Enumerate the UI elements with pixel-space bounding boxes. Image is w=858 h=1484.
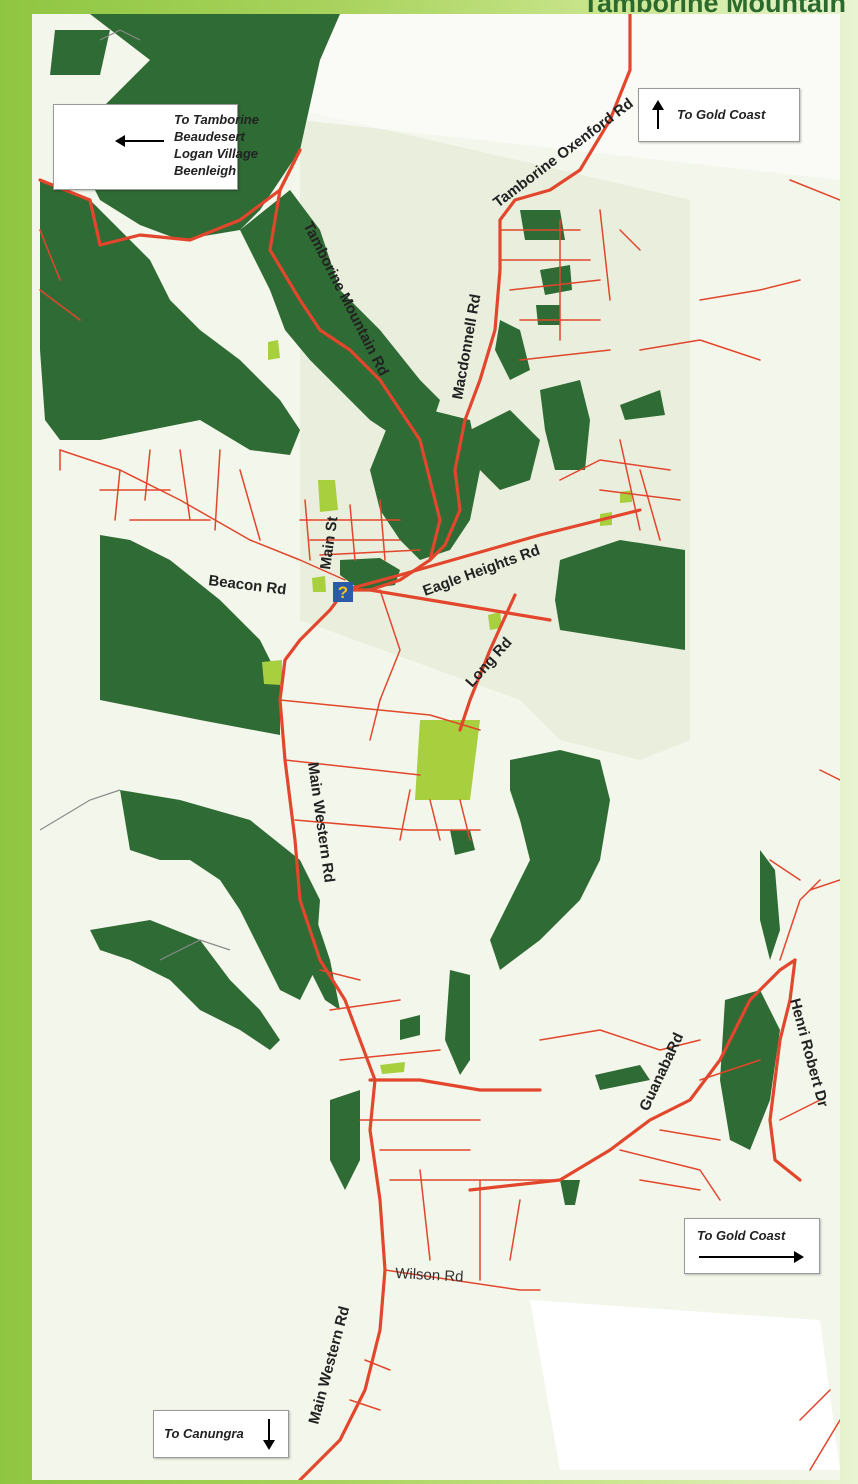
- map-title: Tamborine Mountain: [582, 0, 847, 18]
- national-park: [40, 180, 300, 455]
- street-grid-west: [59, 449, 261, 541]
- national-park: [370, 410, 480, 560]
- label-beacon-rd: Beacon Rd: [208, 572, 288, 598]
- down-arrow-icon: [263, 1419, 275, 1450]
- label-wilson-rd: Wilson Rd: [395, 1265, 464, 1286]
- reserve: [620, 490, 632, 503]
- up-arrow-icon: [652, 100, 664, 129]
- street-edge: [789, 179, 840, 891]
- national-park: [270, 890, 340, 1010]
- road-eagle-heights: [343, 508, 642, 592]
- reserve: [415, 720, 480, 800]
- road-tamborine-mountain-main-western: [268, 148, 442, 1480]
- national-park: [540, 265, 572, 295]
- national-park: [445, 970, 470, 1075]
- street-cross-south: [279, 699, 481, 831]
- track: [99, 29, 141, 41]
- label-henri-robert-dr: Henri Robert Dr: [786, 997, 831, 1109]
- national-park: [450, 830, 475, 855]
- info-marker-glyph: ?: [338, 583, 348, 602]
- road-to-tamborine: [38, 148, 302, 247]
- direction-box-east: To Gold Coast: [684, 1218, 820, 1274]
- national-park: [620, 390, 665, 420]
- national-park: [330, 1090, 360, 1190]
- street-grid-south-central: [319, 969, 561, 1281]
- national-park: [490, 750, 610, 970]
- direction-box-west: To Tamborine Beaudesert Logan Village Be…: [53, 104, 259, 190]
- track: [39, 789, 121, 831]
- national-park: [520, 210, 565, 240]
- major-road-layer: [38, 14, 802, 1480]
- reserve-layer: [262, 340, 632, 1074]
- national-park: [400, 1015, 420, 1040]
- street-guanaba-spur: [539, 1029, 701, 1051]
- national-park: [560, 1180, 580, 1205]
- direction-west-line-2: Beaudesert: [174, 129, 245, 144]
- direction-south-label: To Canungra: [164, 1426, 244, 1441]
- direction-west-line-3: Logan Village: [174, 146, 259, 161]
- national-park: [760, 850, 780, 960]
- national-park: [100, 535, 280, 735]
- national-park: [50, 30, 110, 75]
- info-marker-box: [333, 582, 353, 602]
- direction-west-line-4: Beenleigh: [174, 163, 237, 178]
- street-northeast: [639, 279, 801, 361]
- label-main-western-rd-south: Main Western Rd: [305, 1304, 353, 1426]
- street-grid-south: [399, 789, 471, 841]
- street-spur: [379, 589, 401, 701]
- direction-box-south: To Canungra: [153, 1410, 289, 1458]
- track: [159, 939, 231, 961]
- national-park: [536, 305, 560, 325]
- national-park: [340, 558, 400, 590]
- reserve: [312, 576, 326, 592]
- road-central-cross: [368, 1078, 542, 1092]
- street-far-east: [769, 859, 821, 1121]
- direction-north-label: To Gold Coast: [677, 107, 766, 122]
- label-main-western-rd-north: Main Western Rd: [304, 761, 338, 884]
- minor-road-layer: [39, 179, 840, 1471]
- national-park: [90, 920, 280, 1050]
- reserve: [262, 660, 282, 685]
- national-park: [555, 540, 685, 650]
- national-park: [540, 380, 590, 470]
- reserve: [318, 480, 338, 512]
- reserve: [268, 340, 280, 360]
- national-park: [470, 410, 540, 490]
- direction-box-north: To Gold Coast: [638, 88, 800, 142]
- street-west-edge: [39, 229, 381, 741]
- road-wilson: [384, 1269, 541, 1291]
- land-shape: [530, 1300, 840, 1470]
- left-arrow-icon: [115, 135, 164, 147]
- national-park: [595, 1065, 650, 1090]
- road-henri-robert: [768, 958, 802, 1182]
- national-park: [495, 320, 530, 380]
- road-long: [458, 593, 517, 732]
- street-grid-center: [299, 499, 421, 561]
- road-tamborine-oxenford-macdonnell: [428, 14, 632, 562]
- street-grid-north: [499, 209, 641, 361]
- national-park: [240, 190, 440, 440]
- direction-east-label: To Gold Coast: [697, 1228, 786, 1243]
- street-grid-southeast: [619, 1059, 761, 1201]
- road-guanaba: [468, 958, 797, 1192]
- national-park: [120, 790, 320, 1000]
- reserve: [488, 612, 502, 630]
- direction-west-line-1: To Tamborine: [174, 112, 259, 127]
- street-south-edge: [349, 1359, 840, 1471]
- road-eagle-heights-spur: [368, 588, 552, 622]
- information-icon[interactable]: ?: [333, 582, 353, 602]
- street-grid-east: [559, 439, 681, 541]
- reserve: [380, 1062, 405, 1074]
- track-layer: [39, 29, 231, 961]
- right-arrow-icon: [699, 1251, 804, 1263]
